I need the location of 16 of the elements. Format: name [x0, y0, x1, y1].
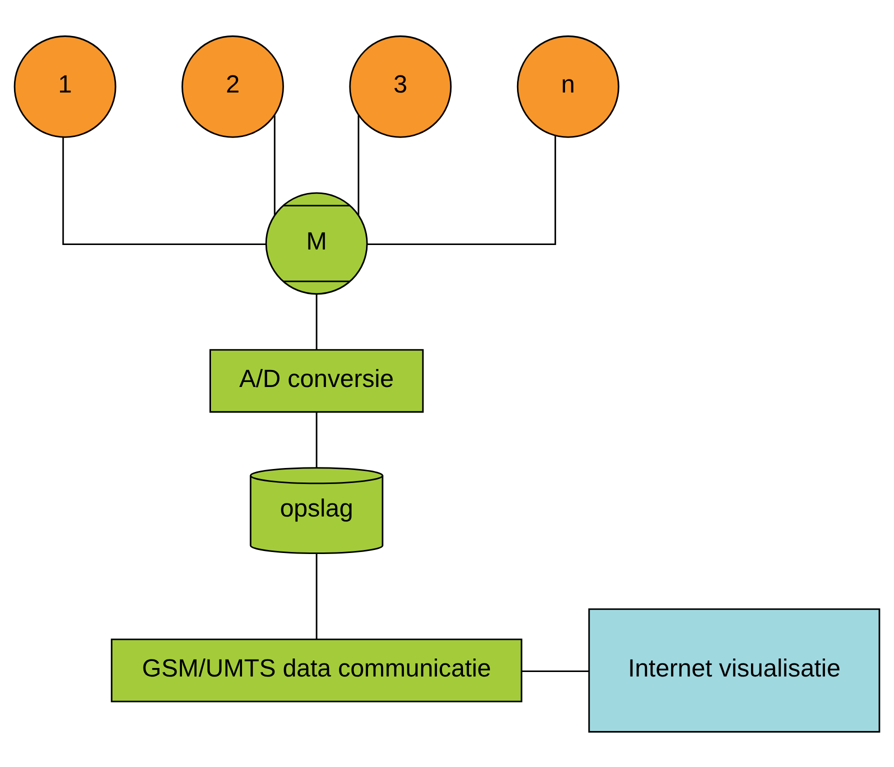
connector — [367, 135, 556, 245]
connector — [274, 114, 276, 214]
connector — [358, 114, 360, 214]
node-box: Internet visualisatie — [588, 608, 880, 732]
connector — [522, 670, 589, 672]
node-circle: M — [265, 192, 368, 294]
node-box: GSM/UMTS data communicatie — [110, 638, 522, 702]
connector — [62, 136, 266, 245]
node-circle: 3 — [349, 34, 452, 138]
node-circle: 2 — [182, 34, 284, 138]
node-circle: n — [516, 34, 620, 138]
node-box: A/D conversie — [209, 348, 424, 412]
connector — [316, 412, 318, 468]
connector — [316, 552, 318, 639]
connector — [316, 294, 318, 349]
node-circle: 1 — [14, 34, 116, 138]
